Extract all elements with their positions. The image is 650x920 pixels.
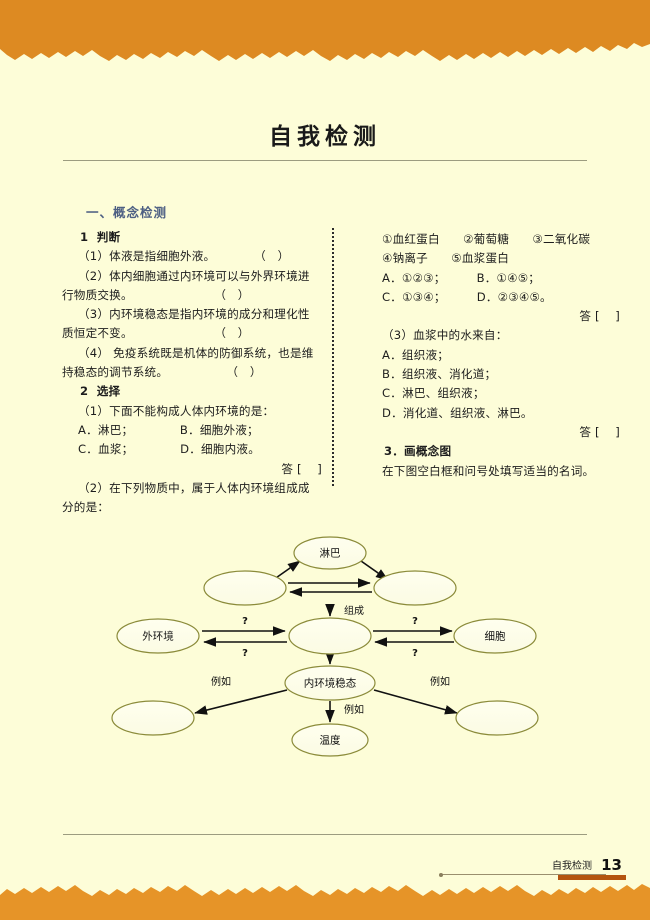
- edge-label-eg-left: 例如: [211, 675, 231, 688]
- edge-label-eg-right: 例如: [430, 675, 450, 688]
- footer-divider: [63, 834, 587, 835]
- edge-label-compose: 组成: [344, 604, 364, 617]
- node-label: 内环境稳态: [304, 677, 357, 690]
- footer-accent-bar: [558, 875, 626, 880]
- right-option: A．①②③； B．①④⑤；: [382, 270, 541, 285]
- edge-label-q-right-bot: ?: [412, 648, 418, 659]
- node-ellipse: [284, 665, 376, 701]
- edge-label-q-right-top: ?: [412, 616, 418, 627]
- left-option: C．血浆； D．细胞内液。: [78, 442, 260, 457]
- node-label: 细胞: [485, 630, 506, 643]
- node-label: 外环境: [142, 630, 174, 643]
- node-ellipse: [455, 700, 539, 736]
- arrow-homeostasis-to-blank-br: [373, 689, 458, 715]
- right-subheading: 3．画概念图: [384, 444, 452, 459]
- left-question: （4） 免疫系统既是机体的防御系统，也是维: [78, 345, 314, 360]
- footer-dot: [439, 873, 443, 877]
- footer-chapter-label: 自我检测: [552, 861, 592, 872]
- column-divider: [332, 228, 334, 486]
- concept-node-lymph: 淋巴: [293, 536, 367, 570]
- left-question-cont: 分的是：: [62, 500, 110, 515]
- right-answer-blank: 答 [ ]: [579, 309, 620, 324]
- edge-label-eg-center: 例如: [344, 703, 364, 716]
- right-option: A．组织液；: [382, 347, 450, 362]
- left-question: （2）体内细胞通过内环境可以与外界环境进: [78, 268, 310, 283]
- page-title: 自我检测: [269, 123, 381, 150]
- concept-node-blank-tl-blank: [203, 570, 287, 606]
- concept-map-diagram: 淋巴外环境细胞内环境稳态温度 组成????例如例如例如: [95, 528, 565, 776]
- right-question: ①血红蛋白 ②葡萄糖 ③二氧化碳: [382, 232, 591, 246]
- left-answer-blank: 答 [ ]: [281, 461, 322, 476]
- left-subheading: 1 判断: [80, 230, 121, 244]
- title-divider: [63, 160, 587, 161]
- left-question: （2）在下列物质中，属于人体内环境组成成: [78, 480, 310, 495]
- concept-node-blank-mid-blank: [288, 617, 372, 655]
- left-question: （1）体液是指细胞外液。 （ ）: [78, 249, 290, 264]
- bottom-torn-band: [0, 872, 650, 920]
- node-ellipse: [288, 617, 372, 655]
- left-question-cont: 持稳态的调节系统。 （ ）: [62, 365, 262, 380]
- left-option: A．淋巴； B．细胞外液；: [78, 422, 259, 437]
- node-ellipse: [291, 723, 369, 757]
- right-question: （3）血浆中的水来自：: [382, 328, 508, 343]
- section-heading: 一、概念检测: [86, 205, 168, 220]
- right-option: B．组织液、消化道；: [382, 367, 497, 382]
- right-option: C．①③④； D．②③④⑤。: [382, 289, 552, 304]
- node-ellipse: [293, 536, 367, 570]
- node-label: 温度: [320, 734, 341, 747]
- question-column-left: 1 判断 （1）体液是指细胞外液。 （ ） （2）体内细胞通过内环境可以与外界环境进…: [62, 228, 330, 517]
- right-question: 在下图空白框和问号处填写适当的名词。: [382, 463, 595, 478]
- left-question-cont: 行物质交换。 （ ）: [62, 287, 250, 302]
- edge-label-q-left-top: ?: [242, 616, 248, 627]
- question-column-right: ①血红蛋白 ②葡萄糖 ③二氧化碳 ④钠离子 ⑤血浆蛋白 A．①②③； B．①④⑤； C…: [366, 230, 628, 481]
- node-ellipse: [453, 618, 537, 654]
- node-ellipse: [203, 570, 287, 606]
- node-ellipse: [111, 700, 195, 736]
- node-ellipse: [373, 570, 457, 606]
- left-question: （3）内环境稳态是指内环境的成分和理化性: [78, 307, 310, 322]
- left-question-cont: 质恒定不变。 （ ）: [62, 326, 250, 341]
- concept-node-temp: 温度: [291, 723, 369, 757]
- page-number: 13: [601, 856, 622, 874]
- concept-node-external: 外环境: [116, 618, 200, 654]
- left-subheading: 2 选择: [80, 384, 121, 399]
- concept-node-homeost: 内环境稳态: [284, 665, 376, 701]
- arrow-blank-tl-to-lymph: [272, 560, 301, 581]
- right-answer-blank: 答 [ ]: [579, 424, 620, 439]
- right-question: ④钠离子 ⑤血浆蛋白: [382, 251, 510, 266]
- edge-label-q-left-bottom: ?: [242, 648, 248, 659]
- concept-node-blank-tr-blank: [373, 570, 457, 606]
- arrow-homeostasis-to-blank-bl: [194, 689, 288, 715]
- left-question: （1）下面不能构成人体内环境的是：: [78, 403, 275, 418]
- node-label: 淋巴: [320, 547, 341, 560]
- right-option: C．淋巴、组织液；: [382, 386, 485, 401]
- node-ellipse: [116, 618, 200, 654]
- footer-line: [441, 874, 606, 875]
- concept-node-blank-br-blank: [455, 700, 539, 736]
- concept-node-blank-bl-blank: [111, 700, 195, 736]
- concept-node-cell: 细胞: [453, 618, 537, 654]
- right-option: D．消化道、组织液、淋巴。: [382, 405, 533, 420]
- top-torn-band: [0, 0, 650, 64]
